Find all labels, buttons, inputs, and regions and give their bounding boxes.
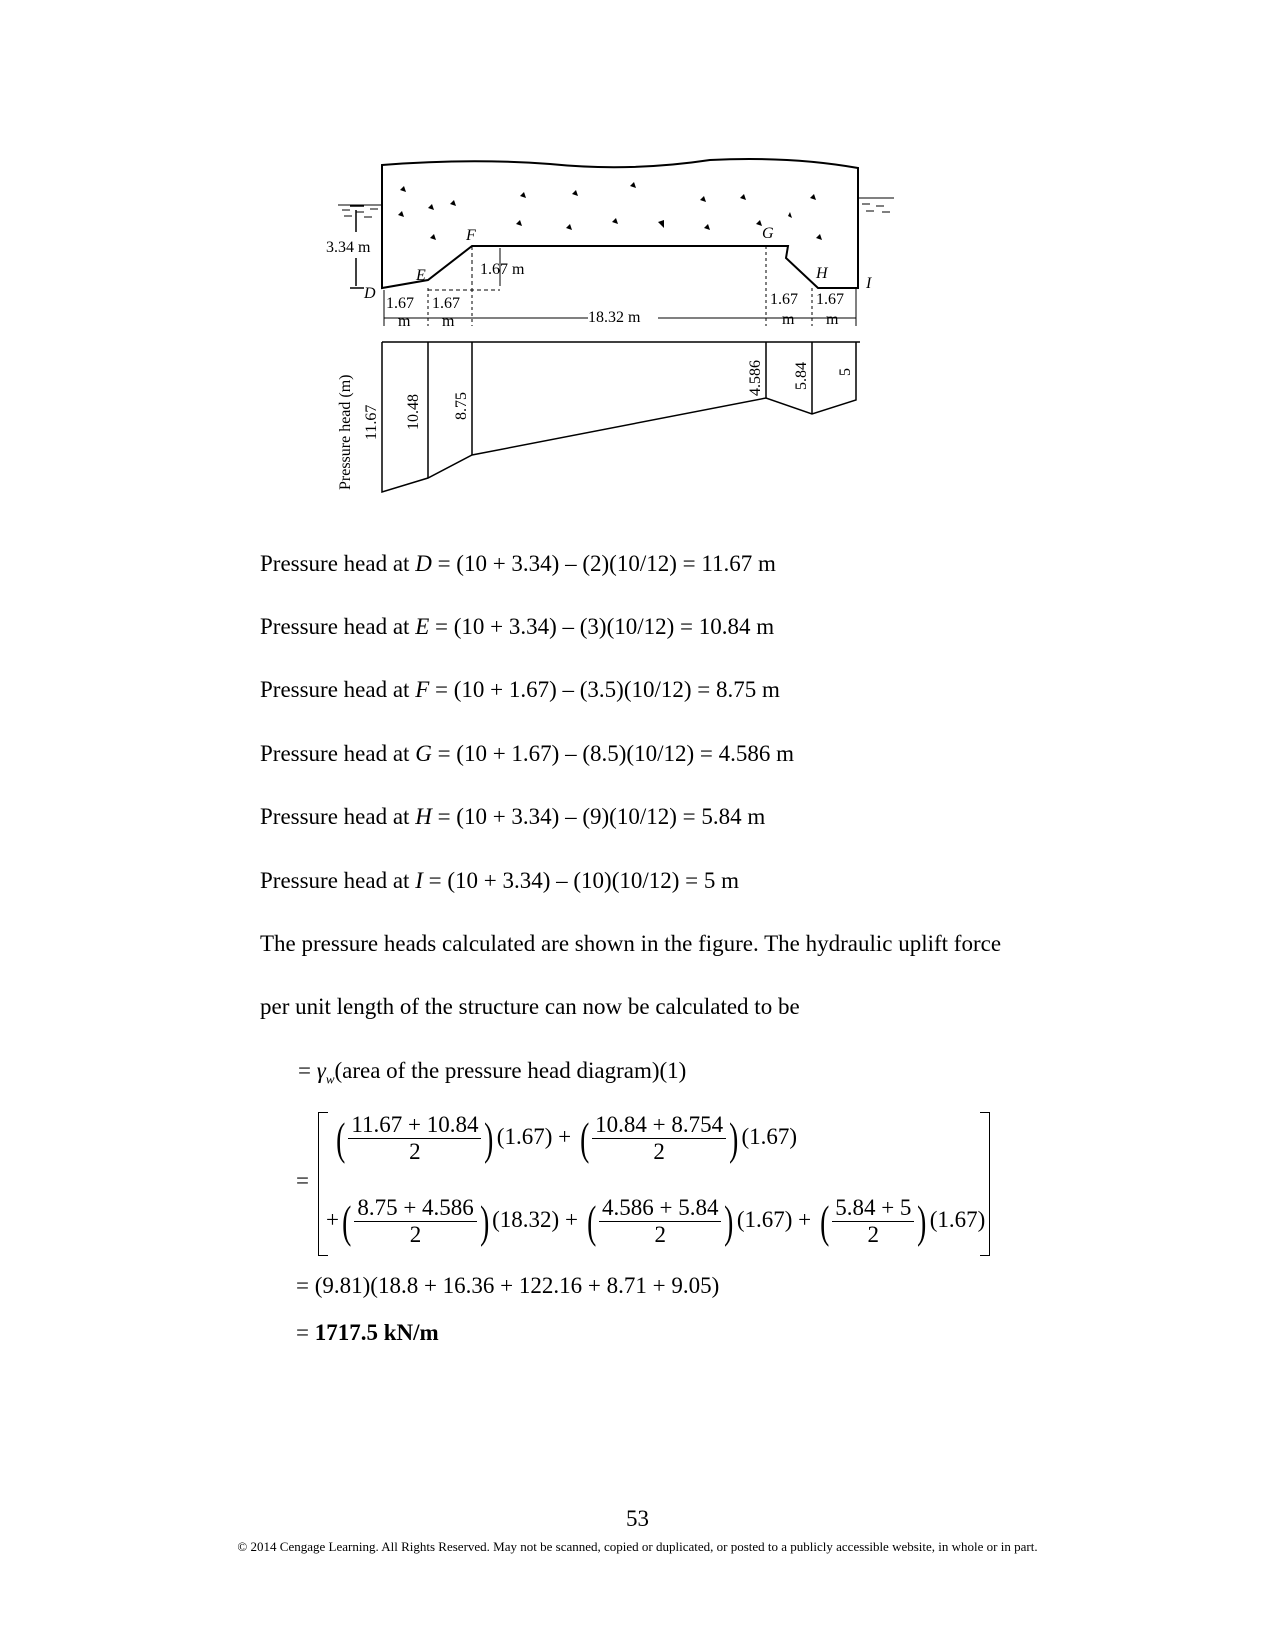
seg1-unit: m bbox=[398, 313, 411, 330]
frac-num: 10.84 + 8.754 bbox=[592, 1112, 727, 1139]
depth-label: 3.34 m bbox=[326, 239, 371, 256]
aggregate-marks bbox=[398, 182, 822, 240]
frac-num: 8.75 + 4.586 bbox=[354, 1195, 477, 1222]
line-prefix: Pressure head at bbox=[260, 614, 416, 639]
pressure-line-e: Pressure head at E = (10 + 3.34) – (3)(1… bbox=[260, 614, 774, 640]
bracket-left bbox=[318, 1112, 328, 1256]
seg3-unit: m bbox=[782, 311, 795, 328]
head-e-label: 10.48 bbox=[405, 394, 422, 430]
term4-mult: (1.67) + bbox=[736, 1206, 812, 1232]
y-axis-label: Pressure head (m) bbox=[337, 374, 354, 490]
dam-diagram: 3.34 m 1.67 m D E F G H I 1.67 m 1.67 m … bbox=[326, 158, 894, 494]
eq-prefix: = bbox=[296, 1320, 315, 1345]
depth-dimension bbox=[350, 205, 364, 289]
gamma-subscript: w bbox=[325, 1071, 335, 1087]
equation-line-1: = γw(area of the pressure head diagram)(… bbox=[298, 1058, 686, 1088]
paragraph-line-2: per unit length of the structure can now… bbox=[260, 994, 800, 1019]
line-prefix: Pressure head at bbox=[260, 804, 416, 829]
gamma-symbol: γ bbox=[316, 1058, 326, 1083]
plus-sign: + bbox=[326, 1206, 339, 1232]
eq-rest: (area of the pressure head diagram)(1) bbox=[334, 1058, 687, 1083]
equation-line-3: = (9.81)(18.8 + 16.36 + 122.16 + 8.71 + … bbox=[296, 1273, 720, 1298]
line-prefix: Pressure head at bbox=[260, 868, 416, 893]
frac-num: 5.84 + 5 bbox=[832, 1195, 915, 1222]
head-d-label: 11.67 bbox=[363, 405, 380, 440]
line-var: G bbox=[415, 741, 432, 766]
line-var: E bbox=[415, 614, 430, 639]
line-expr: = (10 + 3.34) – (2)(10/12) = 11.67 m bbox=[431, 551, 776, 576]
pressure-line-h: Pressure head at H = (10 + 3.34) – (9)(1… bbox=[260, 804, 765, 830]
pressure-line-f: Pressure head at F = (10 + 1.67) – (3.5)… bbox=[260, 677, 780, 703]
line-prefix: Pressure head at bbox=[260, 677, 416, 702]
term3-mult: (18.32) + bbox=[492, 1206, 578, 1232]
term5-mult: (1.67) bbox=[929, 1206, 986, 1232]
point-e: E bbox=[415, 267, 426, 284]
paragraph-line-1: The pressure heads calculated are shown … bbox=[260, 931, 1002, 956]
step-label: 1.67 m bbox=[480, 261, 525, 278]
frac-den: 2 bbox=[653, 1139, 665, 1164]
eq-prefix: = bbox=[298, 1058, 317, 1083]
line-prefix: Pressure head at bbox=[260, 551, 416, 576]
frac-den: 2 bbox=[409, 1139, 421, 1164]
frac-den: 2 bbox=[867, 1222, 880, 1247]
head-h-label: 5.84 bbox=[793, 362, 810, 390]
pressure-head-figure: 3.34 m 1.67 m D E F G H I 1.67 m 1.67 m … bbox=[320, 150, 940, 520]
pressure-diagram-verticals bbox=[427, 342, 813, 478]
pressure-line-d: Pressure head at D = (10 + 3.34) – (2)(1… bbox=[260, 551, 776, 577]
line-var: D bbox=[415, 551, 432, 576]
line-expr: = (10 + 1.67) – (3.5)(10/12) = 8.75 m bbox=[429, 677, 780, 702]
soil-hatch-left bbox=[338, 204, 382, 218]
line-var: H bbox=[415, 804, 432, 829]
line-var: I bbox=[415, 868, 423, 893]
head-g-label: 4.586 bbox=[747, 360, 764, 396]
equals-sign: = bbox=[296, 1168, 309, 1193]
pressure-diagram-outline bbox=[381, 342, 857, 494]
line-prefix: Pressure head at bbox=[260, 741, 416, 766]
result-value: 1717.5 kN/m bbox=[314, 1320, 439, 1345]
term1-mult: (1.67) + bbox=[496, 1123, 572, 1149]
seg1-label: 1.67 bbox=[386, 295, 414, 312]
frac-den: 2 bbox=[654, 1222, 666, 1247]
seg2-label: 1.67 bbox=[432, 295, 460, 312]
head-i-label: 5 bbox=[837, 368, 854, 376]
soil-hatch-right bbox=[858, 197, 894, 213]
head-f-label: 8.75 bbox=[453, 392, 470, 420]
dam-outline bbox=[381, 158, 859, 290]
point-f: F bbox=[465, 227, 476, 244]
line-expr: = (10 + 3.34) – (10)(10/12) = 5 m bbox=[422, 868, 740, 893]
copyright-notice: © 2014 Cengage Learning. All Rights Rese… bbox=[237, 1539, 1038, 1554]
frac-den: 2 bbox=[409, 1222, 422, 1247]
seg2-unit: m bbox=[442, 313, 455, 330]
pressure-line-i: Pressure head at I = (10 + 3.34) – (10)(… bbox=[260, 868, 739, 894]
page-number: 53 bbox=[626, 1506, 649, 1531]
pressure-line-g: Pressure head at G = (10 + 1.67) – (8.5)… bbox=[260, 741, 794, 767]
line-var: F bbox=[415, 677, 430, 702]
line-expr: = (10 + 3.34) – (9)(10/12) = 5.84 m bbox=[431, 804, 766, 829]
seg4-label: 1.67 bbox=[816, 291, 844, 308]
line-expr: = (10 + 3.34) – (3)(10/12) = 10.84 m bbox=[429, 614, 775, 639]
point-h: H bbox=[815, 265, 829, 282]
point-i: I bbox=[865, 275, 872, 292]
frac-num: 11.67 + 10.84 bbox=[348, 1112, 482, 1139]
term2-mult: (1.67) bbox=[741, 1123, 798, 1149]
frac-num: 4.586 + 5.84 bbox=[599, 1195, 722, 1222]
point-g: G bbox=[762, 225, 774, 242]
line-expr: = (10 + 1.67) – (8.5)(10/12) = 4.586 m bbox=[431, 741, 794, 766]
seg3-label: 1.67 bbox=[770, 291, 798, 308]
equation-result: = 1717.5 kN/m bbox=[296, 1320, 439, 1346]
point-d: D bbox=[363, 285, 376, 302]
seg4-unit: m bbox=[826, 311, 839, 328]
bracket-right bbox=[980, 1112, 990, 1256]
mid-label: 18.32 m bbox=[588, 309, 641, 326]
